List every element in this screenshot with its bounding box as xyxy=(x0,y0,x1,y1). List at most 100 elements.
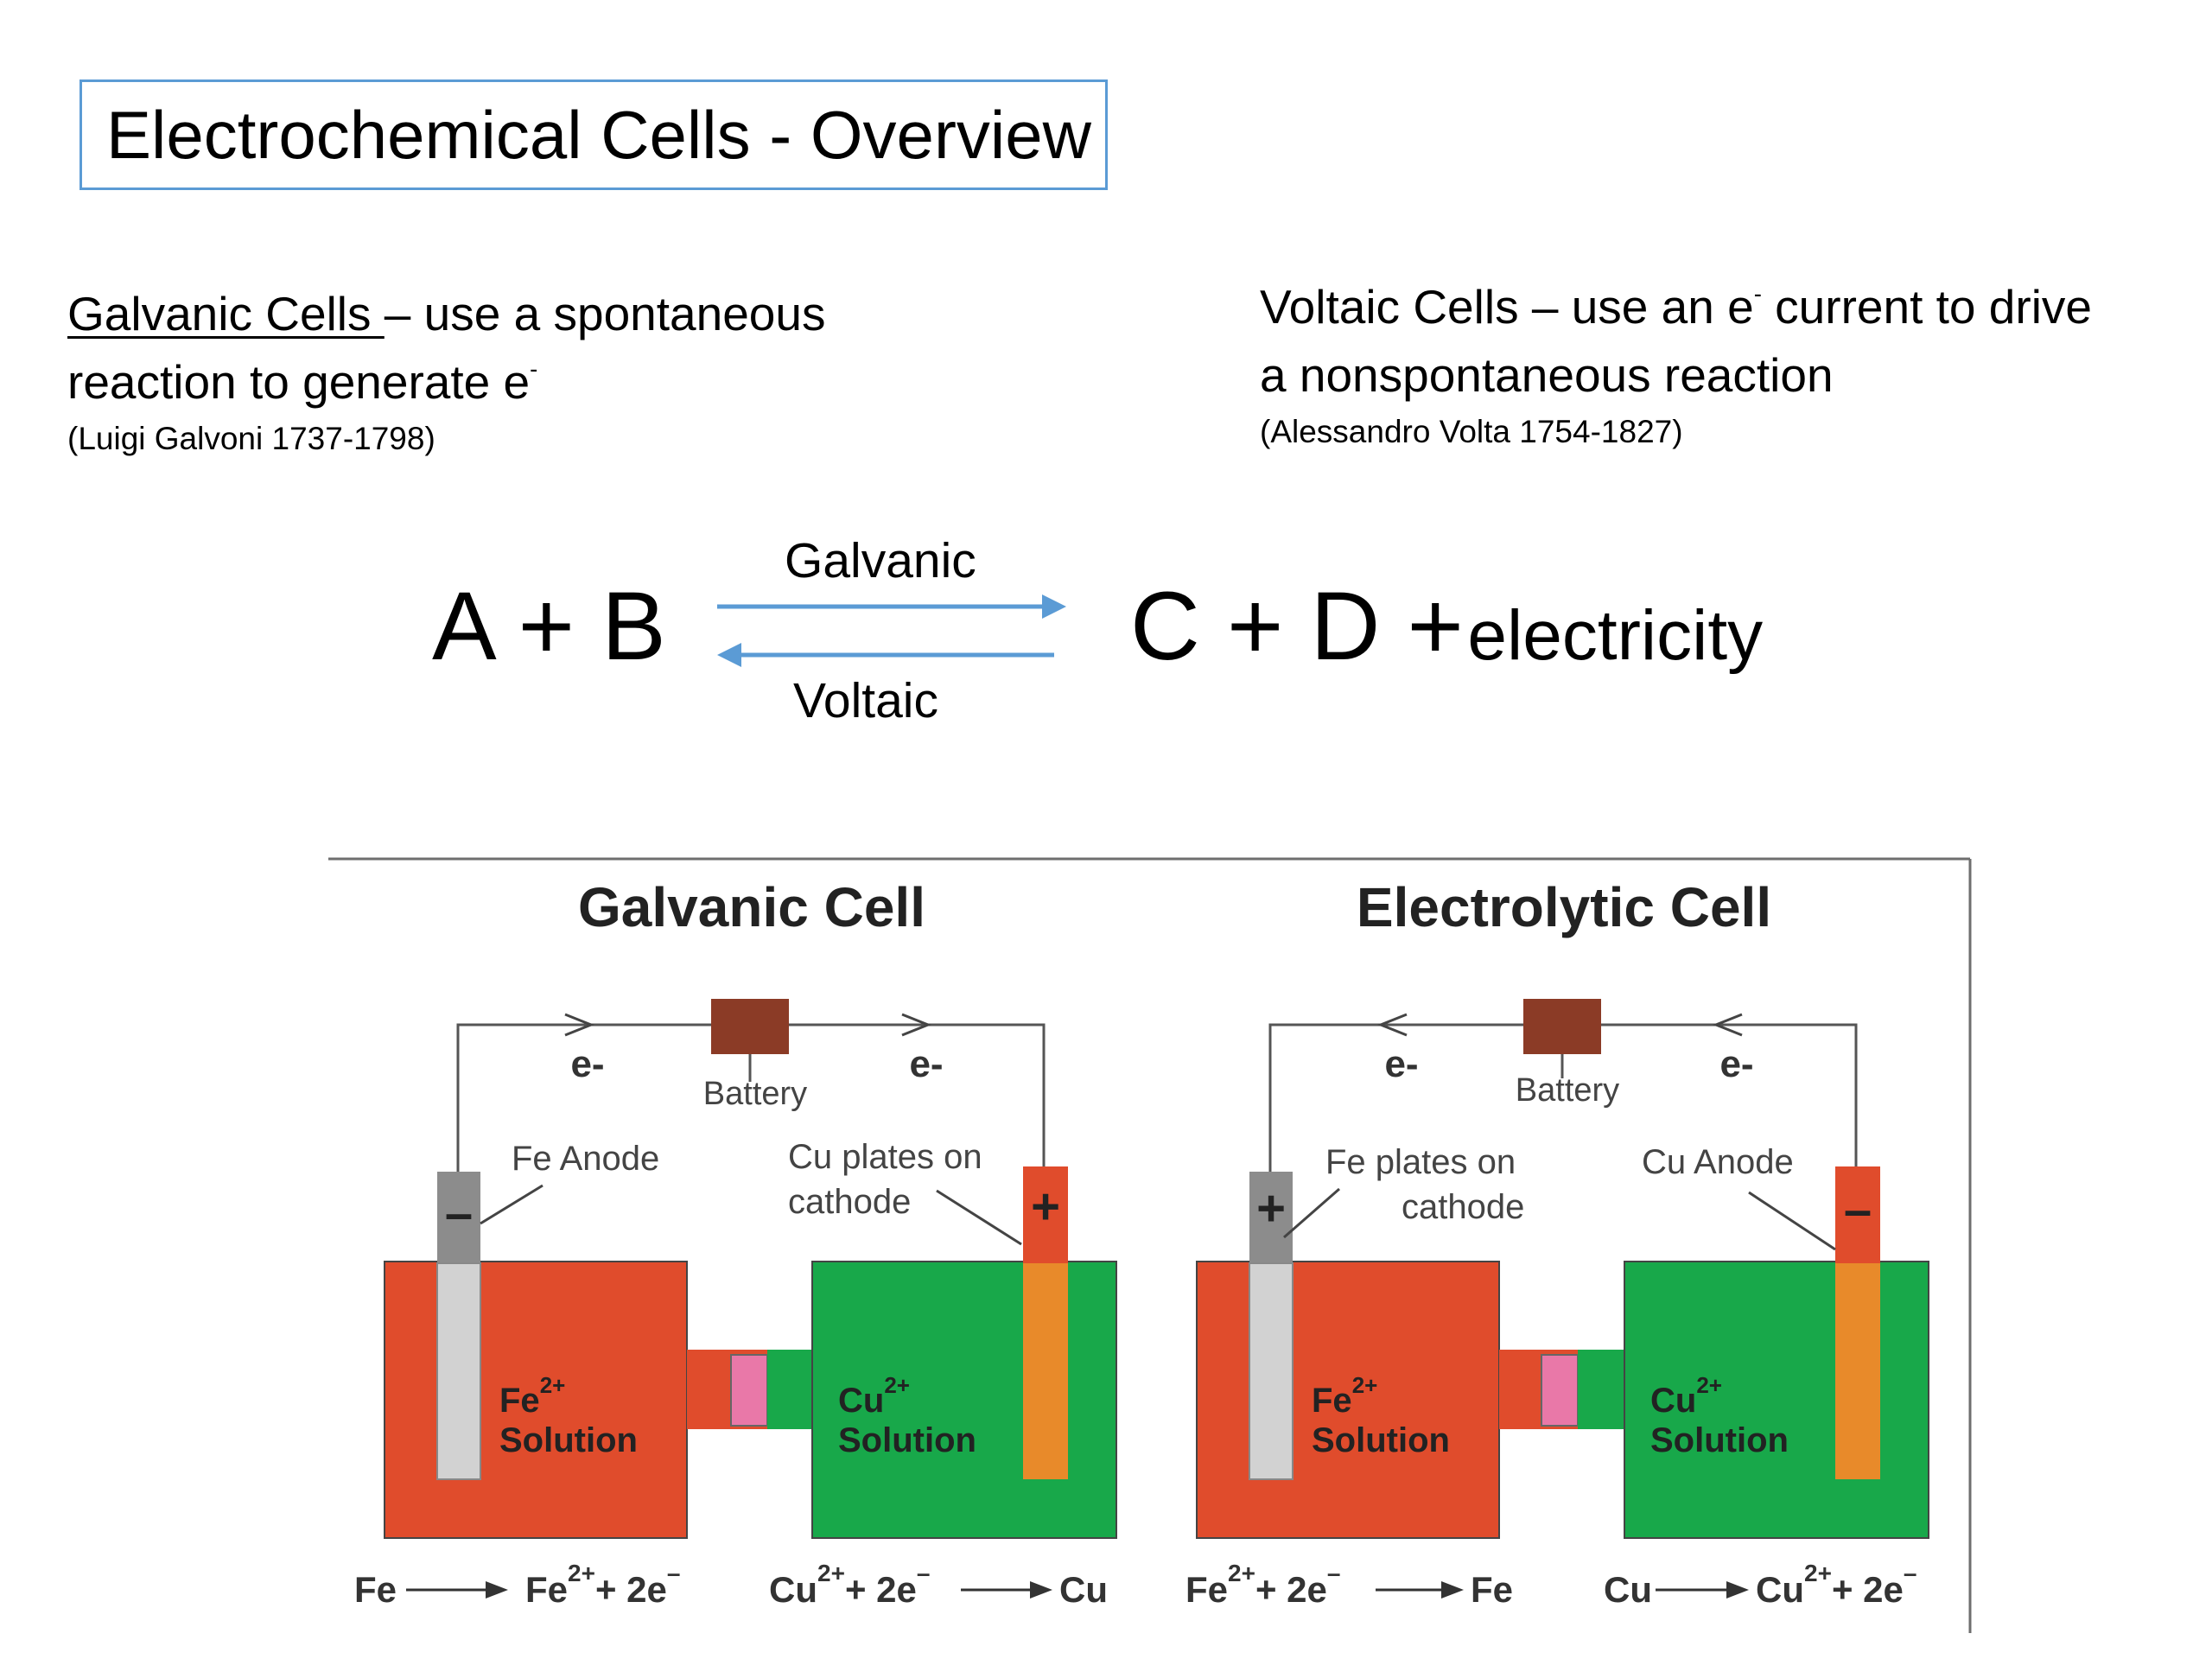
galvanic-electron-arrow-left xyxy=(564,1013,595,1037)
electrolytic-right-ion-symbol: Cu xyxy=(1650,1382,1696,1420)
galvanic-right-solution-word: Solution xyxy=(838,1421,976,1459)
galvanic-electron-arrow-right xyxy=(901,1013,932,1037)
galvanic-salt-bridge-right xyxy=(767,1350,812,1429)
electrolytic-cathode-label-1: Fe plates on xyxy=(1325,1143,1516,1181)
electrolytic-copper-electrode-rod xyxy=(1835,1263,1880,1479)
galvanic-term: Galvanic Cells xyxy=(67,287,385,340)
electrolytic-battery xyxy=(1523,999,1601,1054)
reverse-arrow-label: Voltaic xyxy=(793,673,938,728)
galvanic-electron-label-left: e- xyxy=(570,1043,604,1085)
electrolytic-electron-label-left: e- xyxy=(1384,1043,1418,1085)
electrolytic-cathode-pointer xyxy=(1283,1187,1340,1239)
slide-title: Electrochemical Cells - Overview xyxy=(106,97,1091,173)
electrolytic-right-reaction-tail: + 2e xyxy=(1832,1569,1904,1610)
galvanic-anode-pointer xyxy=(480,1184,543,1225)
electrolytic-cathode-label-2: cathode xyxy=(1402,1188,1524,1226)
galvanic-left-reaction-product: Fe2++ 2e– xyxy=(525,1560,680,1610)
equation-electricity: electricity xyxy=(1467,596,1764,675)
galvanic-definition: Galvanic Cells – use a spontaneous react… xyxy=(67,280,825,461)
electrolytic-right-solution-word: Solution xyxy=(1650,1421,1789,1459)
electrolytic-salt-bridge-plug xyxy=(1541,1354,1579,1427)
galvanic-left-ion: Fe2+ xyxy=(499,1372,565,1420)
electrolytic-anode-label: Cu Anode xyxy=(1642,1143,1794,1181)
galvanic-right-ion-charge: 2+ xyxy=(884,1372,910,1398)
galvanic-iron-electrode-top xyxy=(437,1172,480,1263)
voltaic-line1-sup: - xyxy=(1753,280,1762,308)
electrolytic-cell: Electrolytic Cell Battery e- e- + – Fe p… xyxy=(1185,876,1929,1610)
equation-reactants: A + B xyxy=(432,572,666,680)
galvanic-cell-title: Galvanic Cell xyxy=(578,876,925,938)
galvanic-line2: reaction to generate e xyxy=(67,355,531,409)
galvanic-cathode-pointer xyxy=(936,1189,1022,1246)
voltaic-line1-a: Voltaic Cells – use an e xyxy=(1260,280,1754,334)
galvanic-credit: (Luigi Galvoni 1737-1798) xyxy=(67,421,435,456)
electrolytic-iron-electrode-rod xyxy=(1249,1262,1294,1480)
galvanic-battery-label: Battery xyxy=(703,1076,807,1112)
electrolytic-left-ion-symbol: Fe xyxy=(1312,1382,1352,1420)
electrolytic-left-reaction-reactant: Fe2++ 2e– xyxy=(1185,1560,1340,1610)
electrolytic-left-reaction-arrow-head xyxy=(1441,1581,1464,1599)
electrolytic-left-container xyxy=(1196,1261,1500,1539)
galvanic-left-reaction-to-charge: 2+ xyxy=(568,1560,595,1586)
galvanic-electron-label-right: e- xyxy=(909,1043,943,1085)
electrolytic-electron-arrow-right xyxy=(1712,1013,1743,1037)
galvanic-copper-electrode-rod xyxy=(1023,1263,1068,1479)
electrolytic-anode-pointer xyxy=(1748,1191,1836,1251)
galvanic-line2-sup: - xyxy=(530,355,538,383)
forward-arrow-head xyxy=(1042,594,1066,619)
electrolytic-salt-bridge-right xyxy=(1578,1350,1624,1429)
electrolytic-right-ion: Cu2+ xyxy=(1650,1372,1722,1420)
electrolytic-left-sign: + xyxy=(1256,1180,1286,1236)
voltaic-line1-b: current to drive xyxy=(1761,280,2093,334)
electrolytic-left-ion: Fe2+ xyxy=(1312,1372,1377,1420)
galvanic-left-sign: – xyxy=(445,1185,473,1242)
galvanic-iron-electrode-rod xyxy=(436,1262,481,1480)
galvanic-left-ion-charge: 2+ xyxy=(540,1372,566,1398)
electrolytic-electron-label-right: e- xyxy=(1719,1043,1753,1085)
galvanic-right-reaction-from: Cu xyxy=(769,1569,817,1610)
electrolytic-left-reaction-from-charge: 2+ xyxy=(1228,1560,1255,1586)
electrolytic-left-ion-charge: 2+ xyxy=(1352,1372,1378,1398)
electrolytic-left-reaction-electron-sign: – xyxy=(1327,1560,1341,1586)
galvanic-right-ion: Cu2+ xyxy=(838,1372,910,1420)
voltaic-line2: a nonspontaneous reaction xyxy=(1260,348,1834,402)
equilibrium-arrows xyxy=(717,594,1066,667)
equation-products-main: C + D + xyxy=(1130,572,1464,680)
galvanic-copper-electrode-top xyxy=(1023,1166,1068,1263)
galvanic-left-reaction-to: Fe xyxy=(525,1569,568,1610)
galvanic-left-reaction-electron-sign: – xyxy=(667,1560,681,1586)
galvanic-anode-label: Fe Anode xyxy=(512,1140,659,1178)
galvanic-left-ion-symbol: Fe xyxy=(499,1382,540,1420)
galvanic-left-solution-word: Solution xyxy=(499,1421,638,1459)
electrolytic-left-reaction-from: Fe xyxy=(1185,1569,1228,1610)
electrolytic-cell-title: Electrolytic Cell xyxy=(1357,876,1771,938)
electrolytic-battery-label: Battery xyxy=(1516,1072,1619,1109)
galvanic-salt-bridge-plug xyxy=(730,1354,768,1427)
electrolytic-right-reaction-to: Cu xyxy=(1756,1569,1804,1610)
galvanic-left-reaction-from: Fe xyxy=(354,1569,397,1610)
electrolytic-right-reaction-product: Cu2++ 2e– xyxy=(1756,1560,1916,1610)
electrolytic-right-ion-charge: 2+ xyxy=(1696,1372,1722,1398)
electrolytic-left-reaction-to: Fe xyxy=(1471,1569,1513,1610)
galvanic-right-reaction-reactant: Cu2++ 2e– xyxy=(769,1560,930,1610)
electrolytic-right-sign: – xyxy=(1844,1182,1872,1238)
galvanic-right-reaction-electron-sign: – xyxy=(917,1560,931,1586)
electrolytic-copper-electrode-top xyxy=(1835,1166,1880,1263)
galvanic-cathode-label-1: Cu plates on xyxy=(788,1138,982,1176)
galvanic-cell: Galvanic Cell Battery e- e- – + Fe Anode… xyxy=(354,876,1117,1610)
electrolytic-right-reaction-electron-sign: – xyxy=(1904,1560,1917,1586)
forward-arrow-label: Galvanic xyxy=(785,533,976,588)
galvanic-term-rest: – use a spontaneous xyxy=(384,287,826,340)
equation-products: C + D + electricity xyxy=(1130,570,1763,682)
galvanic-cathode-label-2: cathode xyxy=(788,1183,911,1221)
galvanic-right-ion-symbol: Cu xyxy=(838,1382,884,1420)
electrolytic-right-reaction-from: Cu xyxy=(1604,1569,1652,1610)
electrolytic-electron-arrow-left xyxy=(1376,1013,1408,1037)
galvanic-battery xyxy=(711,999,789,1054)
galvanic-right-reaction-to: Cu xyxy=(1059,1569,1108,1610)
voltaic-credit: (Alessandro Volta 1754-1827) xyxy=(1260,414,1683,449)
electrolytic-right-reaction-arrow-head xyxy=(1726,1581,1749,1599)
electrolytic-left-solution-word: Solution xyxy=(1312,1421,1450,1459)
galvanic-right-reaction-mid: + 2e xyxy=(845,1569,917,1610)
